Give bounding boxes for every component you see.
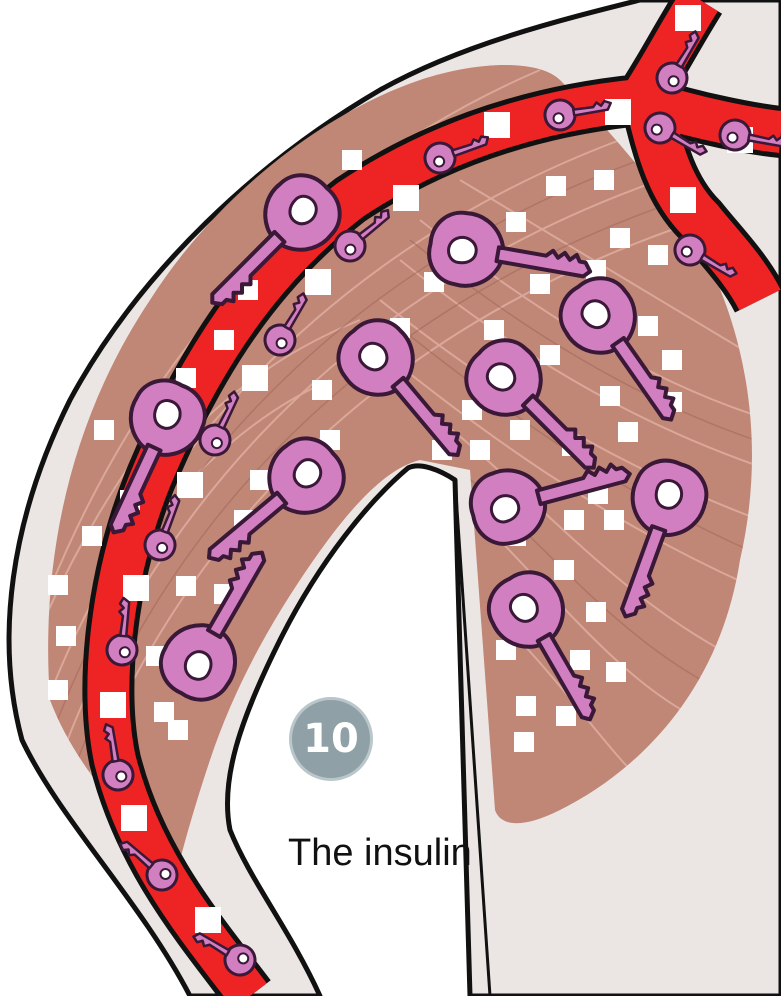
caption-area: The insulin	[288, 828, 470, 878]
step-number-badge: 10	[289, 697, 373, 781]
caption-text: The insulin	[288, 832, 470, 874]
step-number: 10	[303, 716, 359, 762]
